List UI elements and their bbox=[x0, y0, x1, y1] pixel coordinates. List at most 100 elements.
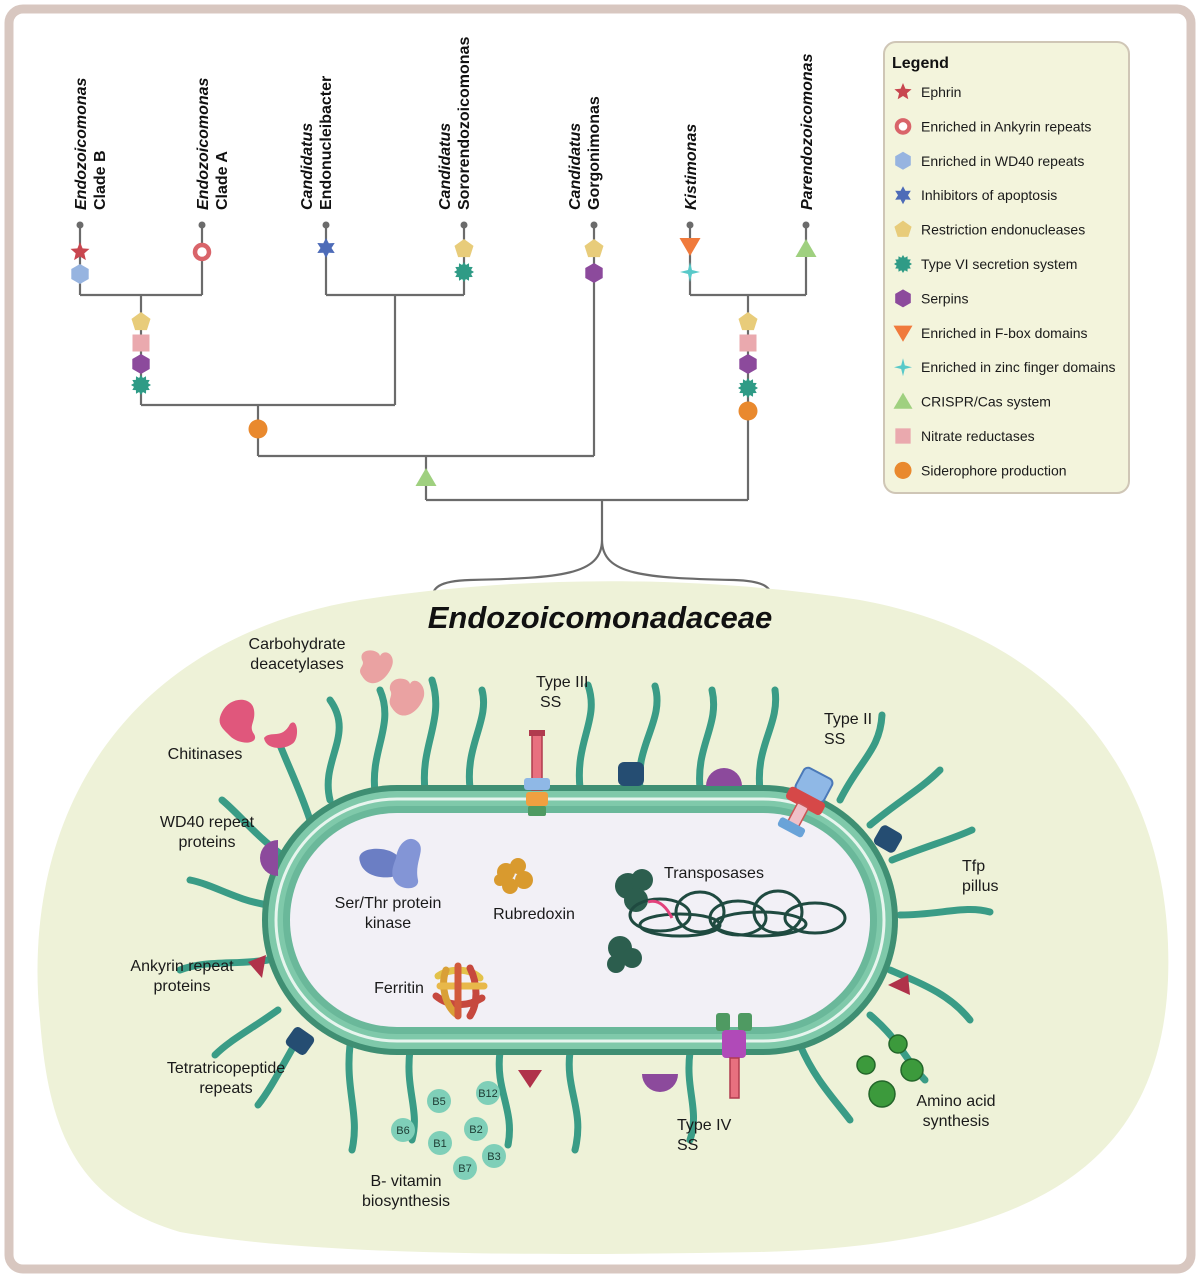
legend-label: Enriched in zinc finger domains bbox=[921, 359, 1116, 375]
vitamin-bubble bbox=[453, 1156, 477, 1180]
legend-item: Enriched in F-box domains bbox=[893, 325, 1088, 342]
vitamin-label: B1 bbox=[433, 1138, 446, 1150]
ser-thr-kinase-icon bbox=[359, 838, 421, 889]
leaf-tip-dot bbox=[322, 221, 330, 229]
vitamin-label: B12 bbox=[478, 1088, 498, 1100]
family-brace bbox=[430, 539, 774, 601]
label-rubredoxin: Rubredoxin bbox=[493, 906, 575, 923]
legend-item: CRISPR/Cas system bbox=[893, 392, 1051, 410]
taxon-label-sororendozoicomonas: Candidatus Sororendozoicomonas bbox=[437, 37, 473, 210]
join-root bbox=[426, 498, 748, 540]
wd40-semicircle bbox=[706, 768, 742, 786]
vitamin-bubble bbox=[428, 1131, 452, 1155]
pentagon-icon bbox=[738, 312, 758, 331]
vitamin-bubble bbox=[476, 1081, 500, 1105]
legend-label: CRISPR/Cas system bbox=[921, 394, 1051, 410]
ankyrin-wedge bbox=[518, 1070, 542, 1088]
star-six-icon bbox=[895, 186, 911, 205]
legend-label: Inhibitors of apoptosis bbox=[921, 187, 1057, 203]
genome-dna-icon bbox=[628, 889, 847, 938]
type-iii-secretion-system bbox=[524, 730, 550, 816]
vitamin-label: B5 bbox=[432, 1096, 445, 1108]
rubredoxin-icon bbox=[494, 858, 533, 894]
taxon-label-endonucleibacter: Candidatus Endonucleibacter bbox=[299, 76, 335, 210]
pilus bbox=[276, 741, 314, 824]
burst-icon bbox=[131, 375, 151, 395]
leaf-tip-dot bbox=[590, 221, 598, 229]
pilus bbox=[866, 766, 944, 829]
pilus bbox=[696, 686, 718, 792]
triangle-up-icon bbox=[795, 239, 817, 257]
taxon-label-kistimonas: Kistimonas bbox=[683, 124, 700, 210]
wd40-semicircle bbox=[260, 840, 278, 876]
legend-item: Serpins bbox=[895, 289, 968, 308]
vitamin-label: B7 bbox=[458, 1163, 471, 1175]
surface-proteins bbox=[248, 762, 910, 1092]
hexagon-icon bbox=[895, 289, 911, 308]
legend-label: Enriched in F-box domains bbox=[921, 325, 1088, 341]
triangle-up-icon bbox=[893, 392, 913, 409]
legend-label: Type VI secretion system bbox=[921, 256, 1077, 272]
taxon-label-clade-b: Endozoicomonas Clade B bbox=[73, 73, 109, 210]
pilus bbox=[575, 681, 595, 792]
bacterial-cell bbox=[262, 785, 898, 1055]
pilus bbox=[465, 686, 487, 792]
legend-item: Siderophore production bbox=[894, 461, 1067, 479]
circle-icon bbox=[248, 419, 268, 439]
triangle-up-icon bbox=[415, 468, 437, 486]
legend-item: Enriched in WD40 repeats bbox=[895, 151, 1084, 170]
pilus bbox=[796, 1041, 854, 1124]
legend-item: Enriched in zinc finger domains bbox=[894, 358, 1116, 377]
legend-item: Nitrate reductases bbox=[895, 428, 1035, 444]
star-six-icon bbox=[317, 238, 335, 258]
legend-box bbox=[883, 41, 1130, 494]
legend-label: Restriction endonucleases bbox=[921, 222, 1085, 238]
square-icon bbox=[895, 428, 911, 444]
triangle-down-icon bbox=[893, 325, 913, 342]
pilus bbox=[896, 906, 994, 919]
ring-icon bbox=[894, 118, 912, 135]
legend-label: Enriched in Ankyrin repeats bbox=[921, 118, 1091, 134]
pilus bbox=[345, 1041, 358, 1154]
pentagon-icon bbox=[131, 312, 151, 331]
legend-item: Restriction endonucleases bbox=[894, 220, 1085, 238]
pilus bbox=[565, 1048, 582, 1154]
pilus bbox=[186, 876, 272, 909]
legend-item: Type VI secretion system bbox=[894, 255, 1077, 273]
legend-item: Enriched in Ankyrin repeats bbox=[894, 118, 1091, 135]
hexagon-light-icon bbox=[71, 264, 89, 284]
transposase-icon bbox=[607, 869, 653, 973]
family-title: Endozoicomonadaceae bbox=[428, 600, 773, 635]
vitamin-bubble bbox=[427, 1089, 451, 1113]
vitamin-label: B2 bbox=[469, 1124, 482, 1136]
leaf-tip-dot bbox=[460, 221, 468, 229]
amino-acid-spheres bbox=[856, 1034, 924, 1108]
pilus bbox=[886, 966, 974, 1024]
taxa-labels: Endozoicomonas Clade B Endozoicomonas Cl… bbox=[73, 37, 816, 210]
taxon-label-gorgonimonas: Candidatus Gorgonimonas bbox=[567, 96, 603, 210]
pilus bbox=[755, 686, 780, 794]
vitamin-label: B3 bbox=[487, 1151, 500, 1163]
pentagon-icon bbox=[584, 239, 604, 258]
cytoplasm bbox=[290, 813, 870, 1027]
ring-icon bbox=[192, 242, 212, 262]
label-ferritin: Ferritin bbox=[374, 980, 424, 997]
legend-title: Legend bbox=[892, 55, 949, 72]
pentagon-icon bbox=[894, 220, 912, 237]
tetratricopeptide-block bbox=[873, 825, 903, 853]
pilus bbox=[211, 1006, 282, 1059]
pilus bbox=[420, 676, 440, 794]
label-chitinases: Chitinases bbox=[168, 746, 243, 763]
